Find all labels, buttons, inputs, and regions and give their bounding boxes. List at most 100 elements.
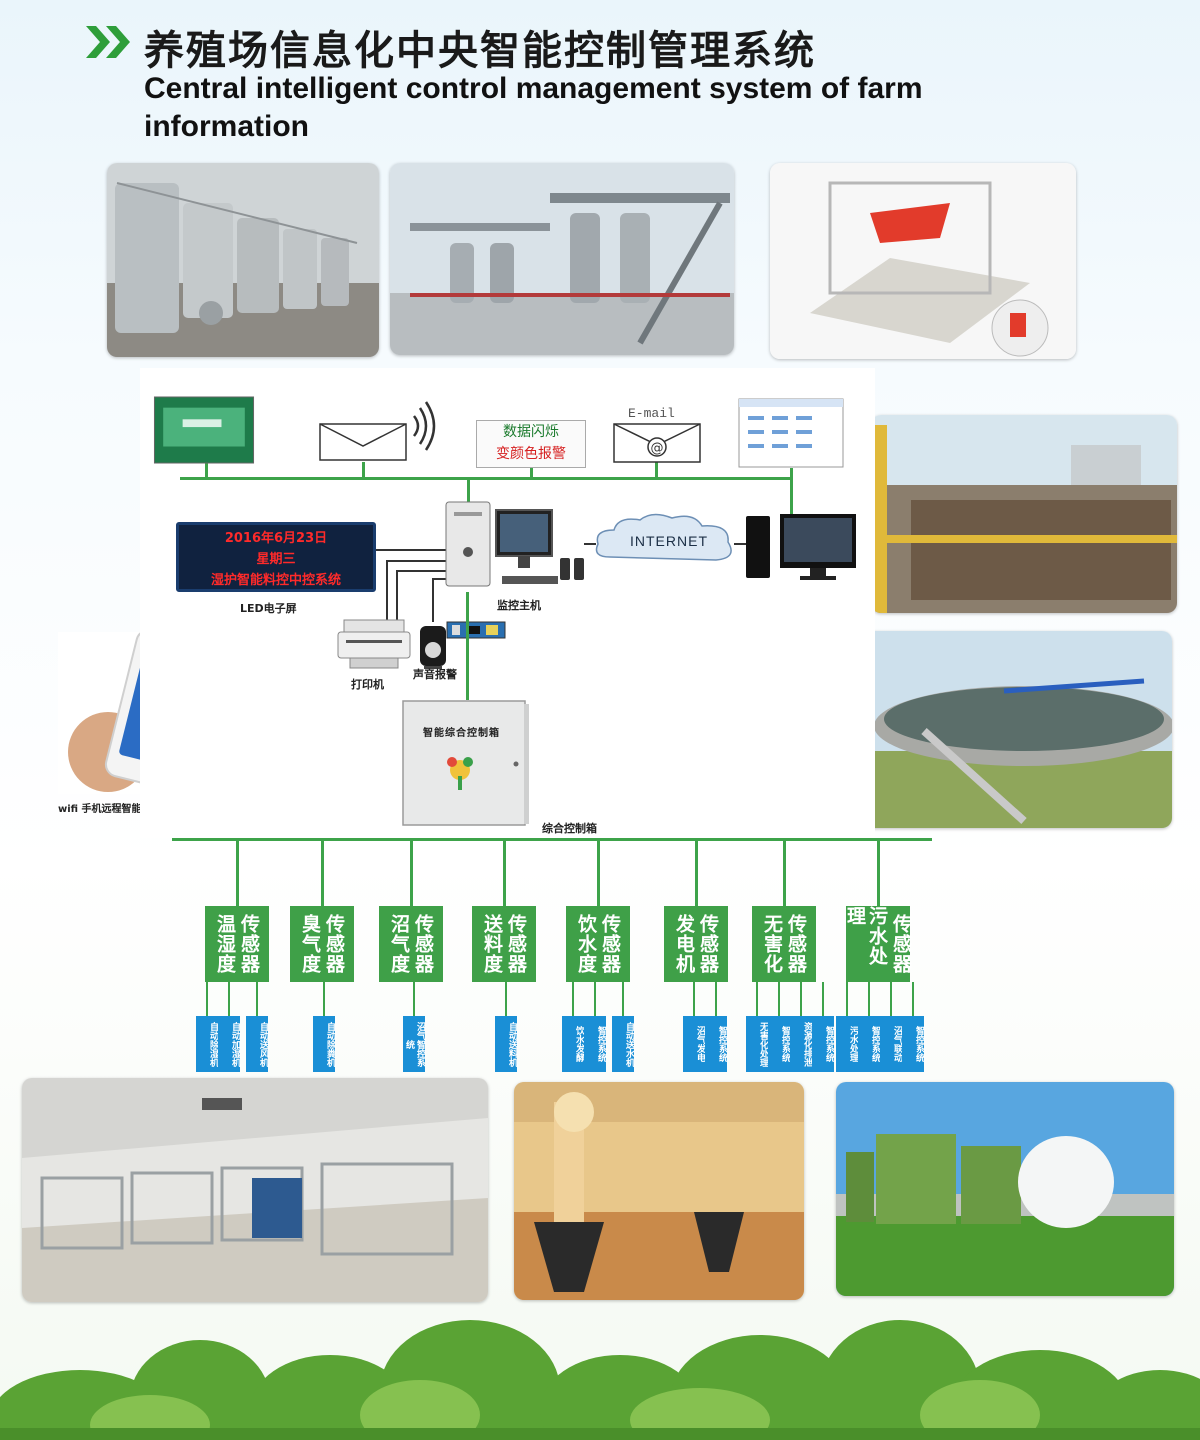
- led-screen-label: LED电子屏: [240, 602, 297, 615]
- sensor-suffix-label: 传感器: [890, 914, 912, 974]
- sensor-box: 无害化传感器: [752, 906, 816, 982]
- subsystem-drop-line: [890, 982, 892, 1018]
- monitoring-screen-icon: [153, 396, 255, 464]
- subsystem-drop-line: [206, 982, 208, 1018]
- sensor-suffix-label: 传感器: [599, 914, 621, 974]
- wire: [376, 549, 446, 551]
- software-screenshot-icon: [738, 398, 844, 468]
- subsystem-label: 智控系统: [768, 1016, 790, 1072]
- double-chevron-icon: [86, 26, 130, 58]
- subsystem-label: 自动送风机: [246, 1016, 268, 1072]
- subsystem-label: 自动送水机: [612, 1016, 634, 1072]
- wire: [734, 543, 746, 545]
- subsystem-drop-line: [693, 982, 695, 1018]
- subsystem-label: 自动加湿机: [218, 1016, 240, 1072]
- sensor-box: 饮水度传感器: [566, 906, 630, 982]
- control-box-label: 综合控制箱: [542, 822, 597, 835]
- sensor-drop-line: [410, 840, 413, 908]
- page-title-english: Central intelligent control management s…: [144, 72, 923, 143]
- subsystem-label: 沼气发电: [683, 1016, 705, 1072]
- subsystem-drop-line: [594, 982, 596, 1018]
- sensor-suffix-label: 传感器: [323, 914, 345, 974]
- subsystem-label: 智控系统: [858, 1016, 880, 1072]
- led-display-screen: 2016年6月23日 星期三 湿护智能料控中控系统: [176, 522, 376, 592]
- subsystem-drop-line: [715, 982, 717, 1018]
- subsystem-label: 智控系统: [705, 1016, 727, 1072]
- circuit-board-icon: [446, 621, 506, 639]
- page-title-chinese: 养殖场信息化中央智能控制管理系统: [144, 28, 816, 74]
- sensor-drop-line: [783, 840, 786, 908]
- flash-line-2: 变颜色报警: [496, 446, 566, 462]
- sensor-type-label: 饮水度: [575, 914, 597, 974]
- wifi-control-label: wifi 手机远程智能控制: [58, 804, 162, 815]
- subsystem-label: 自动除湿机: [196, 1016, 218, 1072]
- sensor-drop-line: [695, 840, 698, 908]
- photo-biogas-plant: [836, 1082, 1174, 1296]
- subsystem-drop-line: [868, 982, 870, 1018]
- speaker-icon: [420, 626, 446, 669]
- subsystem-drop-line: [756, 982, 758, 1018]
- subsystem-drop-line: [800, 982, 802, 1018]
- subsystem-label: 污水处理: [836, 1016, 858, 1072]
- photo-settling-tank: [864, 631, 1172, 828]
- wire: [432, 578, 434, 622]
- sensor-box: 发电机传感器: [664, 906, 728, 982]
- bus-drop: [530, 468, 533, 478]
- data-flash-alarm-box: 数据闪烁 变颜色报警: [476, 420, 586, 468]
- photo-farrowing-crate: [770, 163, 1076, 359]
- photo-feeding-line: [514, 1082, 804, 1300]
- sensor-suffix-label: 传感器: [505, 914, 527, 974]
- subsystem-label: 沼气智控系统: [403, 1016, 425, 1072]
- wire: [584, 543, 596, 545]
- internet-cloud-icon: [595, 513, 732, 561]
- sound-alarm-label: 声音报警: [413, 668, 457, 681]
- subsystem-label: 智控系统: [584, 1016, 606, 1072]
- sensor-type-label: 无害化: [761, 914, 783, 974]
- printer-icon: [337, 619, 411, 669]
- tree-line-decoration: [0, 1320, 1200, 1440]
- remote-computer-icon: [746, 514, 856, 580]
- sensor-suffix-label: 传感器: [697, 914, 719, 974]
- wire: [432, 578, 446, 580]
- subsystem-label: 无害化处理: [746, 1016, 768, 1072]
- control-box-face-label: 智能综合控制箱: [423, 728, 500, 739]
- sensor-box: 沼气度传感器: [379, 906, 443, 982]
- sensor-box: 污水处理传感器: [844, 906, 912, 982]
- flash-line-1: 数据闪烁: [503, 424, 559, 440]
- subsystem-drop-line: [323, 982, 325, 1018]
- sensor-type-label: 污水处理: [844, 906, 888, 966]
- sensor-type-label: 温湿度: [214, 914, 236, 974]
- svg-text:@: @: [651, 441, 664, 456]
- subsystem-label: 资源化排泄: [790, 1016, 812, 1072]
- subsystem-drop-line: [413, 982, 415, 1018]
- wire: [396, 570, 446, 572]
- subsystem-drop-line: [505, 982, 507, 1018]
- bus-drop: [790, 468, 793, 516]
- subsystem-label: 自动除粪机: [313, 1016, 335, 1072]
- subsystem-drop-line: [822, 982, 824, 1018]
- sensor-box: 送料度传感器: [472, 906, 536, 982]
- subsystem-label: 智控系统: [812, 1016, 834, 1072]
- subsystem-drop-line: [572, 982, 574, 1018]
- sensor-bus-line: [172, 838, 932, 841]
- sensor-type-label: 发电机: [673, 914, 695, 974]
- host-feed-line: [467, 478, 470, 506]
- subsystem-label: 饮水发酵: [562, 1016, 584, 1072]
- photo-sewage-pool: [871, 415, 1177, 613]
- sensor-suffix-label: 传感器: [785, 914, 807, 974]
- led-line-3: 湿护智能料控中控系统: [210, 573, 341, 588]
- sensor-box: 温湿度传感器: [205, 906, 269, 982]
- sensor-suffix-label: 传感器: [238, 914, 260, 974]
- sensor-type-label: 送料度: [481, 914, 503, 974]
- host-computer-icon: [445, 501, 584, 587]
- photo-processing-plant: [390, 163, 734, 355]
- sensor-drop-line: [597, 840, 600, 908]
- wire: [386, 560, 388, 626]
- sensor-drop-line: [236, 840, 239, 908]
- subsystem-drop-line: [846, 982, 848, 1018]
- bus-drop: [655, 462, 658, 478]
- sensor-drop-line: [503, 840, 506, 908]
- wire: [386, 560, 446, 562]
- photo-storage-tanks: [107, 163, 379, 357]
- message-envelope-icon: [319, 401, 436, 461]
